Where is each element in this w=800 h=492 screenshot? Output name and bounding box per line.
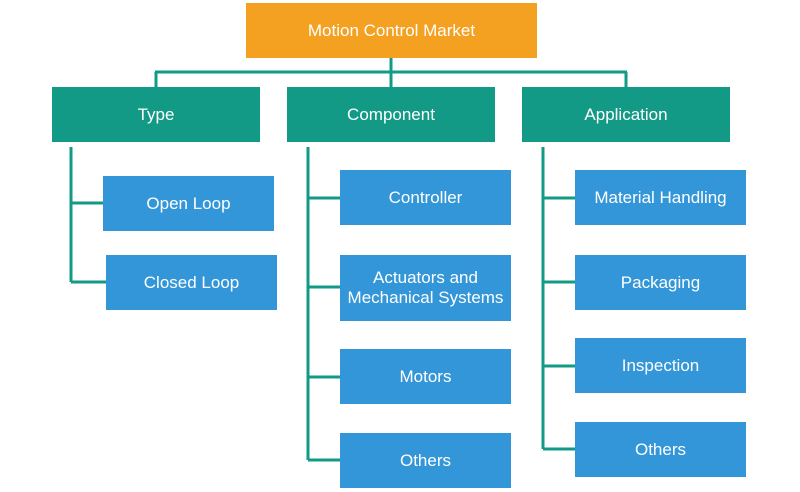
category-type: Type xyxy=(52,87,260,142)
item-open-loop: Open Loop xyxy=(103,176,274,231)
category-component: Component xyxy=(287,87,495,142)
item-packaging: Packaging xyxy=(575,255,746,310)
root-node-title: Motion Control Market xyxy=(246,3,537,58)
item-actuators-mechanical-systems: Actuators and Mechanical Systems xyxy=(340,255,511,321)
item-material-handling: Material Handling xyxy=(575,170,746,225)
item-controller: Controller xyxy=(340,170,511,225)
item-motors: Motors xyxy=(340,349,511,404)
category-application: Application xyxy=(522,87,730,142)
item-closed-loop: Closed Loop xyxy=(106,255,277,310)
item-inspection: Inspection xyxy=(575,338,746,393)
item-application-others: Others xyxy=(575,422,746,477)
item-component-others: Others xyxy=(340,433,511,488)
